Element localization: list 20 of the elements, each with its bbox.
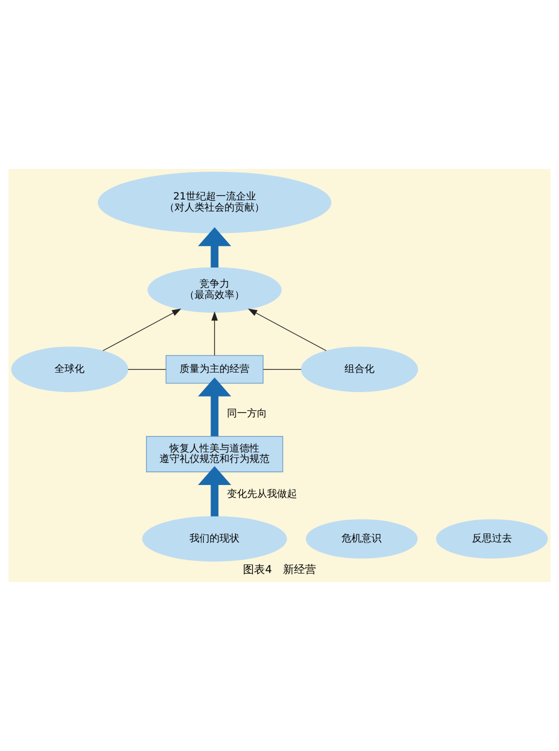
node-ellipse: 危机意识 [306, 519, 418, 558]
node-ellipse: 全球化 [11, 346, 128, 392]
arrow [211, 311, 218, 356]
node-box: 恢复人性美与道德性 遵守礼仪规范和行为规范 [146, 436, 284, 472]
node-box: 质量为主的经营 [166, 355, 264, 384]
node-ellipse: 组合化 [300, 346, 418, 392]
edge-label: 同一方向 [226, 408, 267, 420]
arrow [198, 227, 232, 268]
node-ellipse: 我们的现状 [142, 516, 287, 562]
connector [128, 368, 166, 370]
arrow [102, 308, 182, 352]
arrow [198, 466, 232, 516]
arrow [198, 377, 232, 436]
node-ellipse: 反思过去 [436, 519, 548, 558]
node-ellipse: 竞争力 （最高效率） [148, 267, 282, 313]
edge-label: 变化先从我做起 [226, 488, 297, 500]
caption: 图表4 新经营 [243, 562, 316, 576]
arrow [248, 308, 327, 352]
connector [262, 368, 302, 370]
node-ellipse: 21世纪超一流企业 （对人类社会的贡献） [98, 172, 332, 234]
